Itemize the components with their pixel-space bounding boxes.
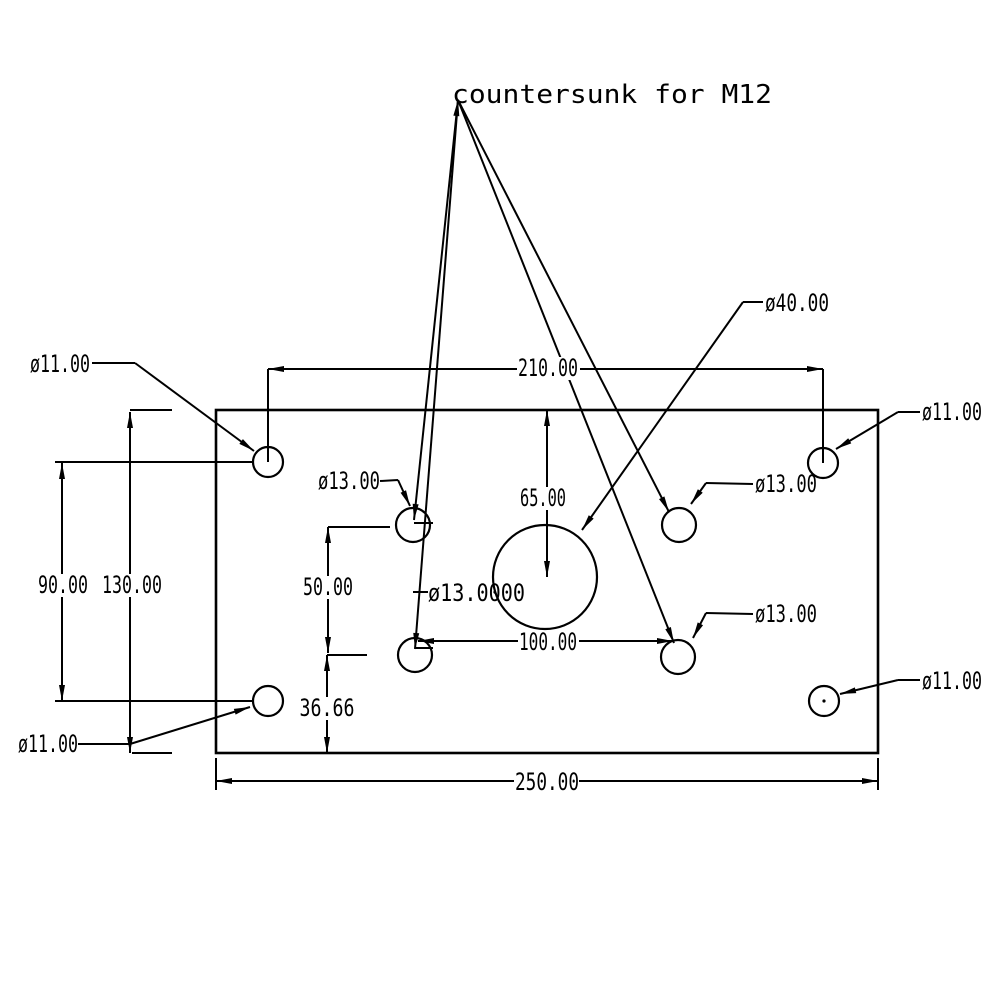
arrowhead [127,412,133,428]
leader-dia11-bottom-left [78,706,251,745]
arrowhead [657,638,673,644]
leader-line [134,362,255,452]
text-mask [518,631,579,654]
arrowhead [324,737,330,753]
arrowhead [807,366,823,372]
annotations: countersunk for M12 210.00 250.00 100.00… [18,80,982,796]
arrowhead [325,527,331,543]
holes [251,445,841,718]
countersunk-leader-line [413,99,459,521]
arrowhead [582,515,594,530]
text-mask [517,357,580,380]
dim-text-90: 90.00 [38,571,88,599]
text-mask [299,697,356,720]
text-mask [514,771,579,794]
hole-bottom-right [807,684,841,718]
leader-dia11-bottom-right [839,679,920,695]
countersunk-leader-line [414,99,459,650]
hole-center-bore [491,523,599,631]
arrowhead [325,637,331,653]
arrowhead [59,463,65,479]
label-dia13-lower-left: ø13.0000 [428,579,525,607]
label-dia13-lower-right: ø13.00 [755,600,817,628]
arrowhead [453,100,460,117]
label-dia11-top-right: ø11.00 [922,398,982,426]
leader-line [379,479,399,482]
arrowhead [862,778,878,784]
leader-line [581,301,744,531]
leader-dia13-upper-left [379,479,411,507]
hole-top-left [251,445,285,479]
dim-text-100: 100.00 [519,628,577,656]
label-dia13-upper-right: ø13.00 [755,470,817,498]
dim-text-50: 50.00 [303,573,353,601]
label-dia40-center: ø40.00 [765,289,829,317]
title-countersunk: countersunk for M12 [452,80,772,110]
arrowhead [413,632,420,649]
leader-line [705,612,754,615]
dim-text-250: 250.00 [515,768,579,796]
countersunk-leader-line [457,99,670,513]
text-mask [302,576,354,599]
arrowhead [268,366,284,372]
hole-mid-lower-right [659,638,697,676]
text-mask [37,574,89,597]
text-mask [101,574,163,597]
leader-dia13-upper-right [690,482,754,505]
arrowhead [233,707,250,715]
arrowhead [324,655,330,671]
leader-line [129,706,251,745]
arrowhead [840,687,857,694]
dim-text-130: 130.00 [102,571,162,599]
hole-bottom-left [251,684,285,718]
arrowhead [665,627,674,643]
leader-dia13-lower-right [692,612,754,639]
leader-dia11-top-left [92,362,255,452]
hole-mid-lower-left [396,636,434,674]
hole-center-mark [822,699,826,703]
leader-dia11-top-right [835,411,920,450]
arrowhead [691,489,703,504]
hole-mid-upper-right [660,506,698,544]
label-dia11-bottom-right: ø11.00 [922,667,982,695]
arrowhead [659,496,669,512]
leader-line [705,482,754,485]
label-dia11-top-left: ø11.00 [30,350,90,378]
arrowhead [239,439,254,451]
arrowhead [693,622,704,638]
arrowhead [400,490,410,506]
label-dia11-bottom-left: ø11.00 [18,730,78,758]
arrowhead [544,561,550,577]
dim-text-65: 65.00 [520,484,566,512]
text-mask [520,487,567,510]
dim-text-210: 210.00 [518,354,578,382]
hole-mid-upper-left [394,506,432,544]
arrowhead [59,685,65,701]
arrowhead [544,410,550,426]
leader-dia40-center [581,301,763,531]
arrowhead [836,438,852,449]
dim-text-36-66: 36.66 [300,694,355,722]
hole-top-right [806,446,840,480]
label-dia13-upper-left: ø13.00 [318,467,380,495]
arrowhead [216,778,232,784]
